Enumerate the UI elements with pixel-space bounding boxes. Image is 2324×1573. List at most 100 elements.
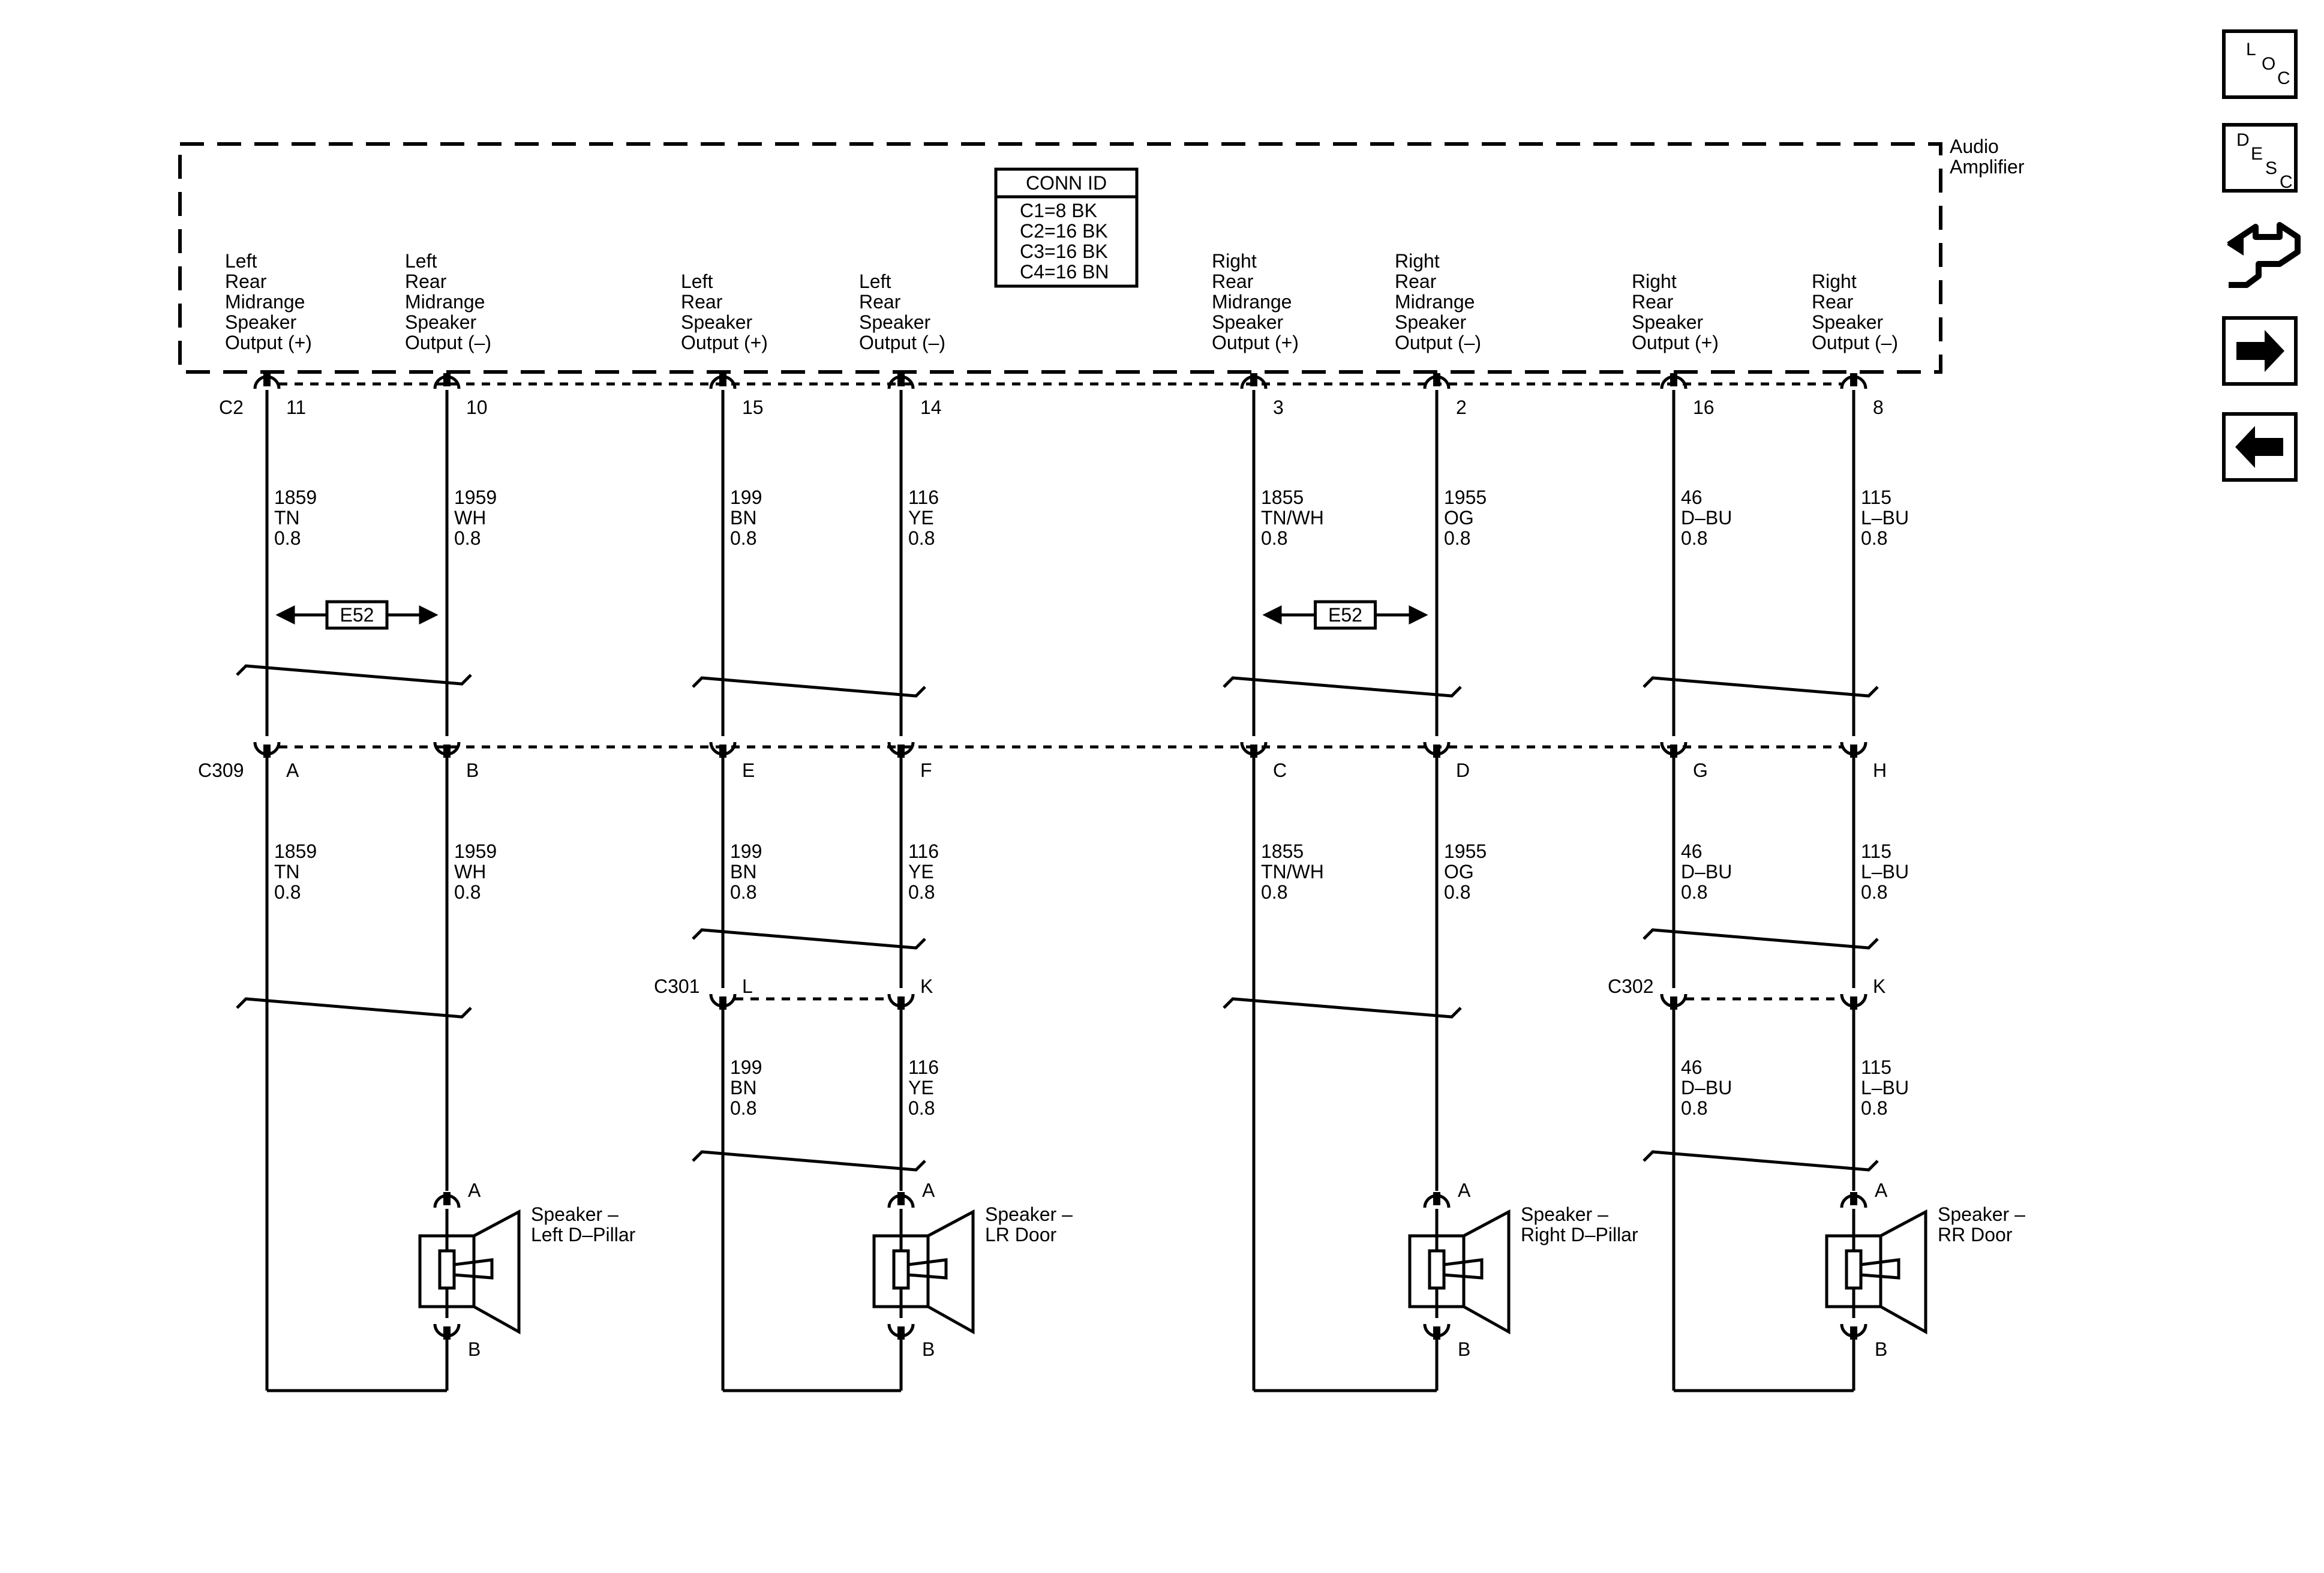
speaker-pin-b-label: B <box>1875 1338 1887 1360</box>
pin-terminal <box>1850 373 1857 386</box>
pin-c2-11 <box>253 373 281 389</box>
loc-letter: O <box>2262 54 2275 74</box>
loc-button-frame[interactable] <box>2222 29 2298 99</box>
e52-box <box>1314 600 1377 630</box>
pin-c2-14 <box>887 373 915 389</box>
pin-terminal <box>1850 996 1857 1010</box>
pin-terminal <box>1670 745 1677 758</box>
pin-terminal <box>263 373 271 386</box>
pin-letter-sub: L <box>742 975 753 997</box>
speaker-cone <box>1463 1209 1511 1335</box>
pin-number-top: 15 <box>742 397 764 418</box>
pin-terminal <box>897 745 905 758</box>
speaker-pin-a-label: A <box>1458 1179 1471 1201</box>
speaker-cone <box>927 1209 975 1335</box>
twisted-pair-mark <box>692 1150 926 1172</box>
speaker-magnet <box>908 1258 948 1280</box>
speaker-coil <box>892 1249 910 1290</box>
e52-box <box>325 600 389 630</box>
loc-button[interactable]: LOC <box>2222 29 2298 99</box>
pin-number-top: 2 <box>1456 397 1467 418</box>
speaker-cone <box>473 1209 521 1335</box>
connector-end-view-icon[interactable] <box>2227 222 2301 288</box>
pin-terminal <box>263 745 271 758</box>
pin-terminal <box>1250 745 1257 758</box>
pin-terminal <box>897 373 905 386</box>
conn-id-line: C3=16 BK <box>1020 241 1108 262</box>
twisted-pair-mark <box>236 664 472 686</box>
conn-id-title: CONN ID <box>1026 172 1107 194</box>
pin-terminal <box>443 373 451 386</box>
desc-letter: S <box>2265 158 2277 178</box>
speaker-pin-a <box>887 1192 915 1208</box>
e52-label: E52 <box>340 604 374 626</box>
speaker-name: Speaker –RR Door <box>1938 1203 2025 1245</box>
next-button[interactable] <box>2222 316 2298 386</box>
pin-letter-mid: F <box>920 760 932 781</box>
desc-letter: E <box>2251 144 2263 164</box>
pin-c2-15 <box>709 373 737 389</box>
desc-letter: D <box>2236 130 2250 150</box>
previous-button[interactable] <box>2222 412 2298 482</box>
pin-c2-10 <box>433 373 461 389</box>
speaker-pin-b-label: B <box>468 1338 481 1360</box>
speaker-pin-a <box>1423 1192 1451 1208</box>
previous-arrow-icon[interactable] <box>2235 426 2283 468</box>
pin-letter-mid: B <box>466 760 479 781</box>
pin-terminal <box>1250 373 1257 386</box>
connector-end-view-shape <box>2227 222 2301 288</box>
speaker-pin-b-label: B <box>922 1338 935 1360</box>
e52-arrow-right-icon <box>419 605 439 625</box>
pin-number-top: 10 <box>466 397 488 418</box>
connector-c309-label: C309 <box>198 760 244 781</box>
speaker-pin-a <box>1840 1192 1867 1208</box>
twisted-pair-mark <box>1643 1150 1879 1172</box>
pin-letter-mid: A <box>286 760 299 781</box>
connector-arrow-head <box>2227 234 2244 256</box>
pin-letter-mid: C <box>1273 760 1287 781</box>
twisted-pair-mark <box>692 676 926 698</box>
next-arrow-icon[interactable] <box>2236 330 2284 372</box>
pin-terminal <box>897 1192 905 1205</box>
pin-letter-sub: K <box>920 975 933 997</box>
pin-terminal <box>719 373 726 386</box>
speaker-pin-a-label: A <box>468 1179 481 1201</box>
e52-arrow-right-icon <box>1409 605 1428 625</box>
pin-letter-sub: K <box>1873 975 1885 997</box>
pin-letter-mid: E <box>742 760 755 781</box>
pin-number-top: 8 <box>1873 397 1884 418</box>
desc-button-frame[interactable] <box>2222 123 2298 193</box>
pin-number-top: 14 <box>920 397 942 418</box>
pin-terminal <box>443 745 451 758</box>
pin-terminal <box>1433 1326 1440 1340</box>
e52-arrow-left-icon <box>275 605 295 625</box>
pin-terminal <box>1433 745 1440 758</box>
pin-terminal <box>1850 1326 1857 1340</box>
connector-c301-label: C301 <box>654 975 700 997</box>
pin-terminal <box>719 996 726 1010</box>
pin-terminal <box>1433 1192 1440 1205</box>
audio-amplifier-box <box>178 142 1942 374</box>
connector-c302-label: C302 <box>1608 975 1654 997</box>
